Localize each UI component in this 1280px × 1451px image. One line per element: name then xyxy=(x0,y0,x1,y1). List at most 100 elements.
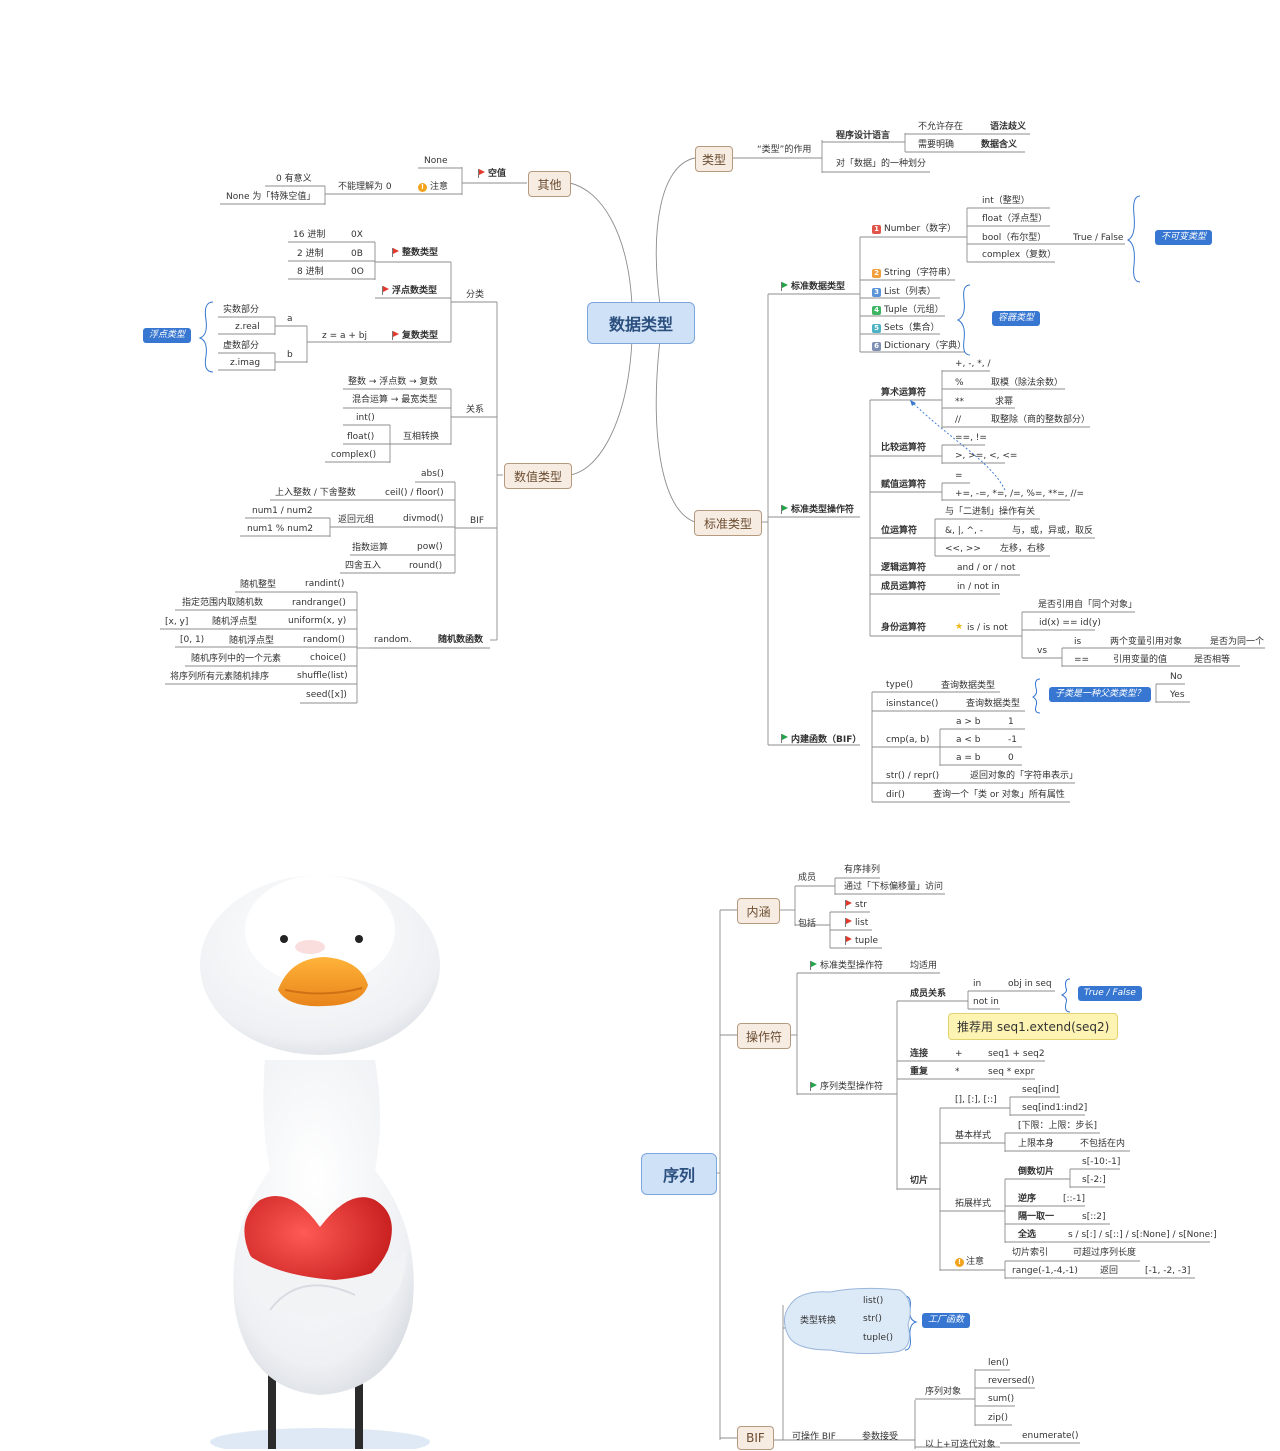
node-youxu: 有序排列 xyxy=(844,865,881,875)
topic-caozuofu[interactable]: 操作符 xyxy=(737,1023,791,1049)
node-mod-d: 取模（除法余数） xyxy=(991,378,1064,388)
node-daoshu: 倒数切片 xyxy=(1018,1167,1055,1177)
node-float: float() xyxy=(347,432,375,442)
node-eq-d: 引用变量的值 xyxy=(1113,655,1168,665)
node-yiyi: 0 有意义 xyxy=(276,174,312,184)
node-enumerate: enumerate() xyxy=(1022,1431,1079,1441)
number-icon: 6 xyxy=(872,342,881,351)
topic-biaozhun[interactable]: 标准类型 xyxy=(694,510,762,536)
node-formula: z = a + bj xyxy=(322,331,367,341)
node-reversed: reversed() xyxy=(988,1376,1035,1386)
node-fanhui: 返回元组 xyxy=(338,515,375,525)
node-jiben: 基本样式 xyxy=(955,1131,992,1141)
node-vs: vs xyxy=(1037,646,1048,656)
duck-illustration xyxy=(200,875,440,1449)
tag-fudian: 浮点类型 xyxy=(143,328,192,343)
node-zimag: z.imag xyxy=(230,358,261,368)
node-star-d: seq * expr xyxy=(988,1067,1035,1077)
node-no: No xyxy=(1170,672,1183,682)
node-cmp2: >, >=, <, <= xyxy=(955,451,1018,461)
number-icon: 4 xyxy=(872,306,881,315)
node-shishu: 实数部分 xyxy=(223,305,260,315)
node-floordiv-d: 取整除（商的整数部分） xyxy=(991,415,1091,425)
node-fudian: 浮点数类型 xyxy=(392,286,438,296)
node-list: list xyxy=(855,918,869,928)
node-brackets: [], [:], [::] xyxy=(955,1095,997,1105)
tag-bukebian: 不可变类型 xyxy=(1155,230,1213,245)
node-c2v: -1 xyxy=(1008,735,1017,745)
node-zhishu: 指数运算 xyxy=(352,543,389,553)
node-c1v: 1 xyxy=(1008,717,1014,727)
node-floordiv: // xyxy=(955,415,962,425)
tag-tf: True / False xyxy=(1078,986,1142,1001)
number-icon: 5 xyxy=(872,324,881,333)
tag-gongchang: 工厂函数 xyxy=(922,1313,971,1328)
node-fh: 返回 xyxy=(1100,1266,1119,1276)
node-gey: 隔一取一 xyxy=(1018,1212,1055,1222)
node-ceilfloor: ceil() / floor() xyxy=(385,488,444,498)
node-tuple-fn: tuple() xyxy=(863,1333,894,1343)
node-zhengshu: 整数类型 xyxy=(402,248,439,258)
node-complex-type: complex（复数） xyxy=(982,250,1057,260)
node-int-type: int（整型） xyxy=(982,196,1030,206)
node-gy: s[::2] xyxy=(1082,1212,1106,1222)
node-zhuyi2: 注意 xyxy=(966,1257,985,1267)
topic-neihan[interactable]: 内涵 xyxy=(737,898,780,924)
node-shangxian: 上限本身 xyxy=(1018,1139,1055,1149)
node-string-type: String（字符串） xyxy=(884,268,956,278)
node-special: None 为「特殊空值」 xyxy=(226,192,316,202)
node-quanxuan: 全选 xyxy=(1018,1230,1037,1240)
node-shenfen: 身份运算符 xyxy=(881,623,927,633)
node-xuyao: 需要明确 xyxy=(918,140,955,150)
root-node-sequence[interactable]: 序列 xyxy=(641,1153,717,1195)
node-pow-op: ** xyxy=(955,397,964,407)
node-zhuanhuan: 类型转换 xyxy=(800,1316,837,1326)
node-qpsy: 切片索引 xyxy=(1012,1248,1049,1258)
node-is2: is xyxy=(1074,637,1082,647)
node-hunhe: 混合运算 → 最宽类型 xyxy=(352,395,438,405)
node-uniform: uniform(x, y) xyxy=(288,616,347,626)
node-number: Number（数字） xyxy=(884,224,957,234)
topic-bif2[interactable]: BIF xyxy=(737,1426,774,1450)
node-logic: and / or / not xyxy=(957,563,1016,573)
node-pow: pow() xyxy=(417,542,443,552)
node-random-title: 随机数函数 xyxy=(438,635,484,645)
node-c3v: 0 xyxy=(1008,753,1014,763)
node-ds2: s[-2:] xyxy=(1082,1175,1106,1185)
node-c2: a < b xyxy=(956,735,981,745)
node-len: len() xyxy=(988,1358,1009,1368)
node-eq: == xyxy=(1074,655,1090,665)
node-isinst: isinstance() xyxy=(886,699,939,709)
node-random-module: random. xyxy=(374,635,412,645)
node-zreal: z.real xyxy=(235,322,260,332)
node-uniform-x: [x, y] xyxy=(165,617,189,627)
node-bit2-d: 左移，右移 xyxy=(1000,544,1046,554)
node-random-d: 随机浮点型 xyxy=(229,636,275,646)
node-kecaozuo: 可操作 BIF xyxy=(792,1432,836,1442)
root-node-data-types[interactable]: 数据类型 xyxy=(587,302,695,344)
node-list-fn: list() xyxy=(863,1296,884,1306)
topic-shuzhi[interactable]: 数值类型 xyxy=(504,463,572,489)
node-str-d: 返回对象的「字符串表示」 xyxy=(970,771,1079,781)
node-assign2: +=, -=, *=, /=, %=, **=, //= xyxy=(955,489,1085,499)
node-str-fn: str() / repr() xyxy=(886,771,940,781)
node-a: a xyxy=(287,314,293,324)
node-shuffle-d: 将序列所有元素随机排序 xyxy=(170,672,270,682)
topic-qita[interactable]: 其他 xyxy=(528,171,571,197)
node-bif2: 内建函数（BIF） xyxy=(791,735,862,745)
node-dir-fn: dir() xyxy=(886,790,905,800)
node-member-op: in / not in xyxy=(957,582,1000,592)
node-shuffle: shuffle(list) xyxy=(297,671,348,681)
node-nx: [::-1] xyxy=(1063,1194,1086,1204)
node-qx: s / s[:] / s[::] / s[:None] / s[None:] xyxy=(1068,1230,1217,1240)
node-chengxu: 程序设计语言 xyxy=(836,131,891,141)
node-xulie: 序列对象 xyxy=(925,1387,962,1397)
node-eq-r: 是否相等 xyxy=(1194,655,1231,665)
topic-leixing[interactable]: 类型 xyxy=(695,146,733,172)
node-xiabiao: [下限：上限：步长] xyxy=(1018,1121,1098,1131)
warning-icon: ! xyxy=(955,1258,964,1267)
node-canshu: 参数接受 xyxy=(862,1432,899,1442)
node-str-fn2: str() xyxy=(863,1314,882,1324)
node-zip: zip() xyxy=(988,1413,1008,1423)
node-true-false: True / False xyxy=(1073,233,1124,243)
